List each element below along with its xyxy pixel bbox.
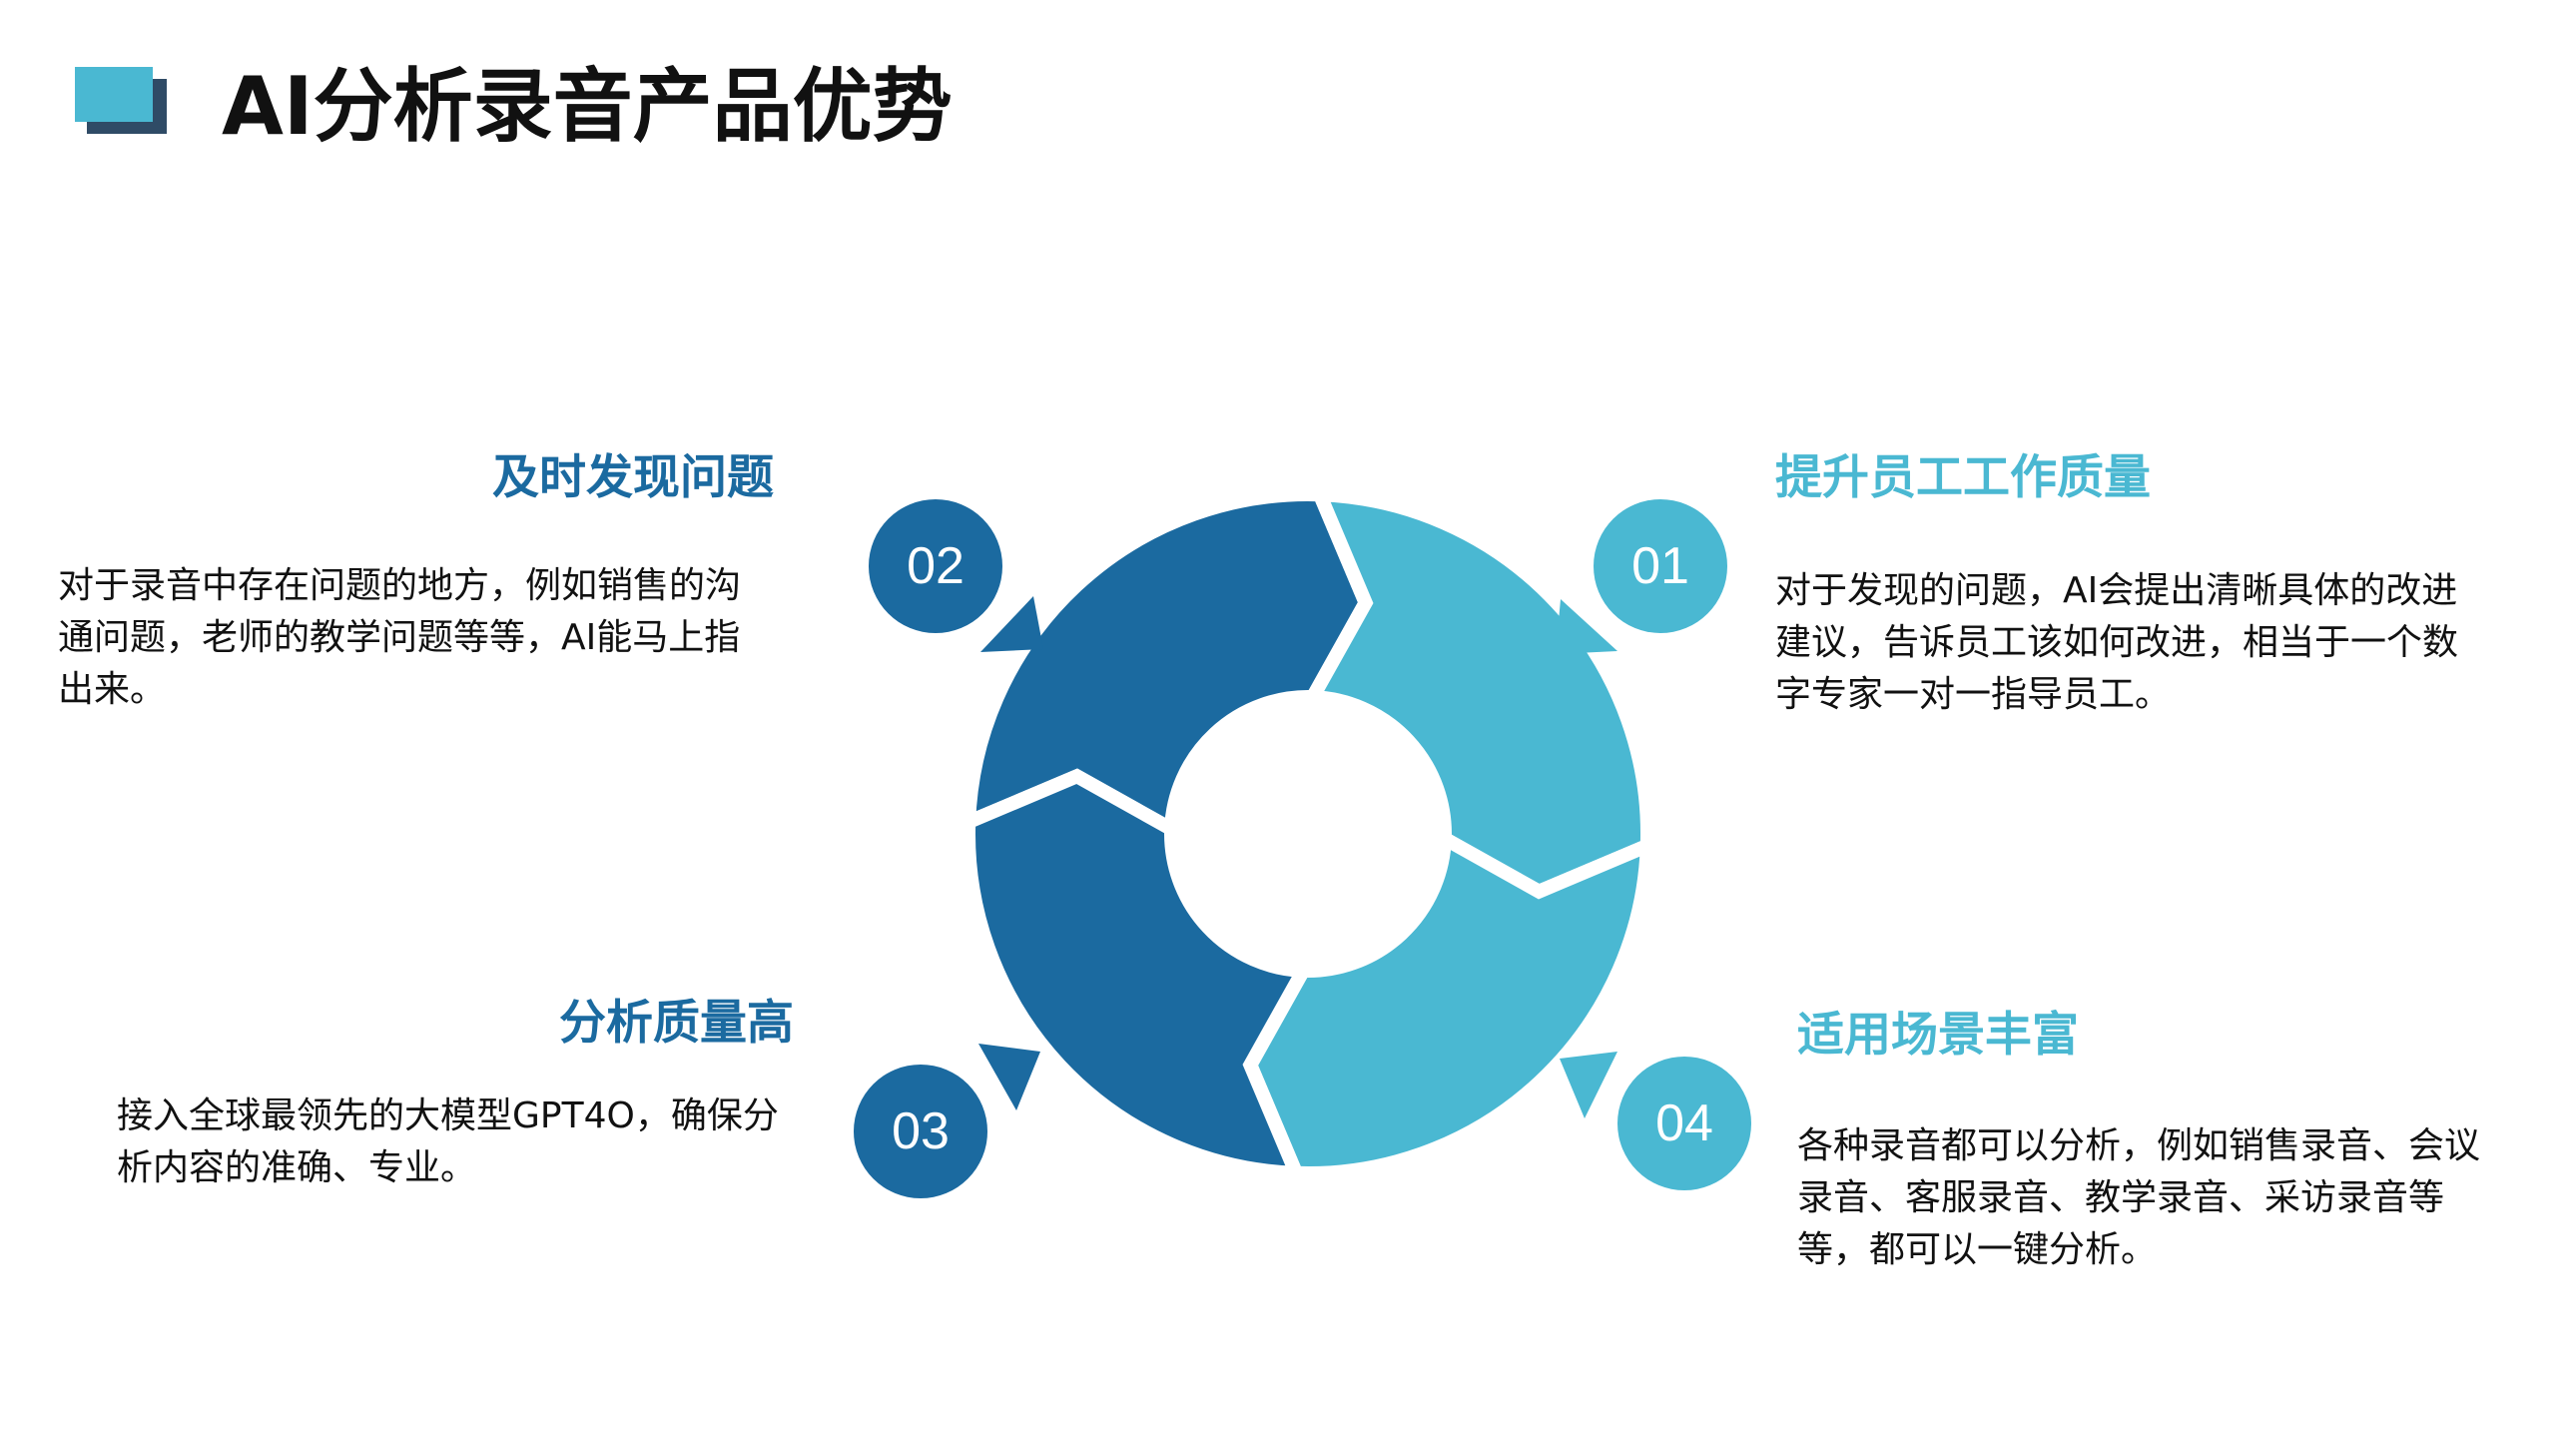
description-line: 析内容的准确、专业。: [117, 1147, 477, 1188]
number-badge-04: 04: [1617, 1057, 1751, 1190]
description-line: 接入全球最领先的大模型GPT4O，确保分: [117, 1095, 779, 1136]
number-badge-01: 01: [1594, 499, 1727, 633]
ring-segment-top-left: [961, 487, 1374, 841]
title-icon: [75, 67, 170, 137]
ring-segment-bottom-right: [1242, 827, 1655, 1180]
title-icon-front-square: [75, 67, 153, 122]
ring-segment-top-right: [1301, 486, 1654, 900]
description-01: 对于发现的问题，AI会提出清晰具体的改进 建议，告诉员工该如何改进，相当于一个数…: [1775, 565, 2458, 721]
description-04: 各种录音都可以分析，例如销售录音、会议 录音、客服录音、教学录音、采访录音等 等…: [1797, 1120, 2480, 1276]
arrowhead-bottom-left: [978, 1044, 1040, 1110]
description-line: 通问题，老师的教学问题等等，AI能马上指: [58, 617, 741, 658]
ring-segment-bottom-left: [962, 768, 1315, 1181]
heading-01: 提升员工工作质量: [1775, 450, 2151, 505]
number-badge-03: 03: [854, 1065, 987, 1198]
description-line: 各种录音都可以分析，例如销售录音、会议: [1797, 1125, 2481, 1166]
heading-04: 适用场景丰富: [1797, 1008, 2079, 1063]
description-line: 字专家一对一指导员工。: [1775, 674, 2172, 715]
description-line: 建议，告诉员工该如何改进，相当于一个数: [1775, 622, 2459, 663]
arrowhead-bottom-right: [1560, 1052, 1617, 1118]
ring-segments: [961, 486, 1655, 1181]
arrowhead-top-left: [980, 596, 1043, 652]
description-02: 对于录音中存在问题的地方，例如销售的沟 通问题，老师的教学问题等等，AI能马上指…: [58, 560, 741, 716]
description-line: 出来。: [58, 669, 167, 710]
arrowhead-top-right: [1556, 599, 1617, 654]
number-badge-02: 02: [869, 499, 1002, 633]
heading-03: 分析质量高: [559, 996, 794, 1051]
description-line: 等，都可以一键分析。: [1797, 1229, 2158, 1270]
description-line: 对于发现的问题，AI会提出清晰具体的改进: [1775, 570, 2458, 611]
description-line: 录音、客服录音、教学录音、采访录音等: [1797, 1177, 2445, 1218]
description-03: 接入全球最领先的大模型GPT4O，确保分 析内容的准确、专业。: [117, 1090, 779, 1194]
heading-02: 及时发现问题: [492, 450, 774, 505]
page-title: AI分析录音产品优势: [222, 60, 953, 153]
description-line: 对于录音中存在问题的地方，例如销售的沟: [58, 565, 742, 606]
